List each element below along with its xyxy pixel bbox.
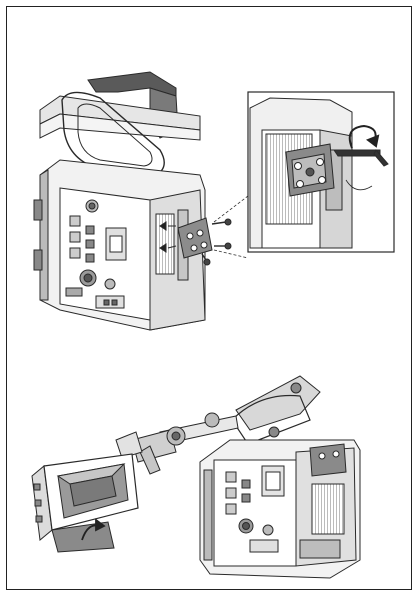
camera-body-top xyxy=(34,72,205,330)
camera-body-bottom xyxy=(200,376,360,578)
monitor-sunhood xyxy=(32,454,138,552)
detail-inset xyxy=(248,92,394,252)
callout-lines xyxy=(214,196,248,258)
